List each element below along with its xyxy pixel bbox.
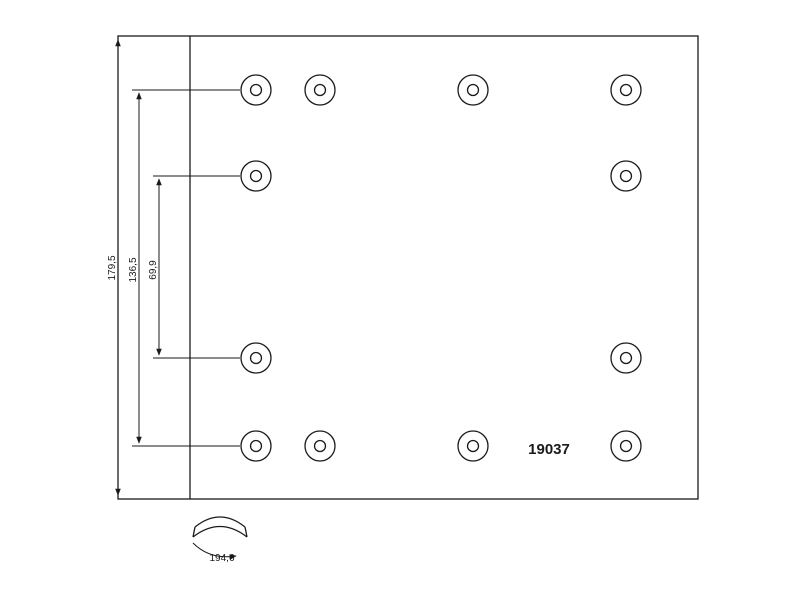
rivet-hole [610,74,642,106]
rivet-hole [304,430,336,462]
rivet-hole [240,74,272,106]
arc-curvature-symbol [192,516,248,560]
part-number: 19037 [528,441,570,458]
rivet-hole [610,160,642,192]
rivet-hole [240,430,272,462]
rivet-hole [610,430,642,462]
inner-span-label: 69,9 [148,260,159,280]
overall-height-label: 179,5 [107,255,118,280]
rivet-hole [610,342,642,374]
rivet-hole [240,160,272,192]
rivet-hole [457,74,489,106]
rivet-hole [240,342,272,374]
rivet-hole [457,430,489,462]
rivet-holes [240,74,642,462]
rivet-hole [304,74,336,106]
outer-span-label: 136,5 [128,257,139,282]
arc-radius-label: 194,6 [209,553,234,564]
lining-plate-outline [117,35,699,500]
